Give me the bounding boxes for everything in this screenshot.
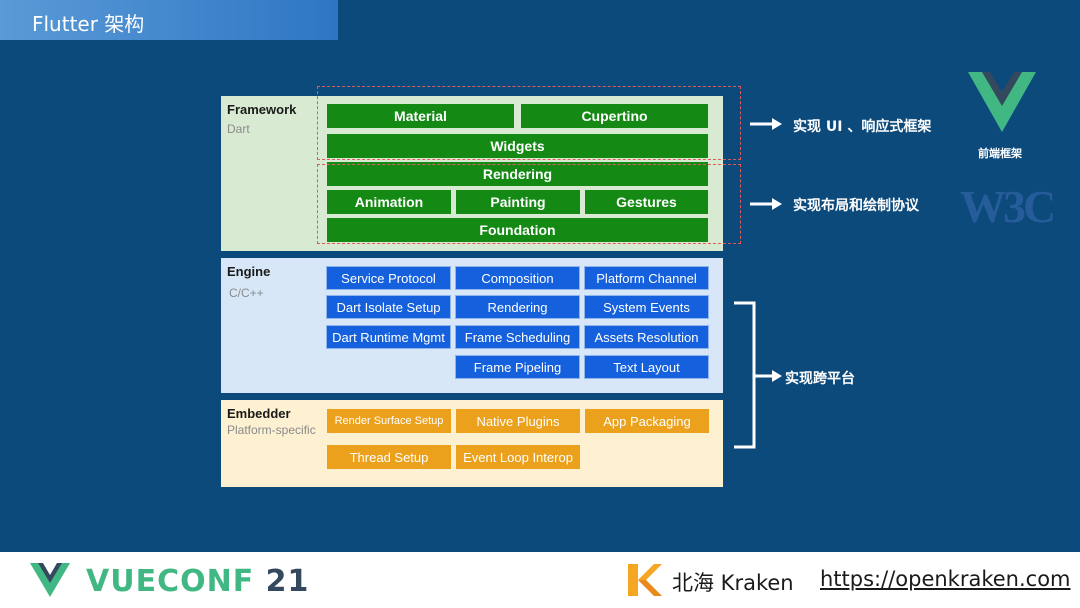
engine-layer: Engine C/C++ Service Protocol Compositio… [221, 258, 723, 393]
embedder-layer: Embedder Platform-specific Render Surfac… [221, 400, 723, 487]
annotation-cross-platform: 实现跨平台 [785, 371, 855, 387]
box-material: Material [327, 104, 514, 128]
frontend-framework-label: 前端框架 [978, 147, 1022, 160]
kraken-logo-icon [628, 564, 662, 596]
conference-name: VUECONF 21 [86, 564, 309, 599]
box-animation: Animation [327, 190, 451, 214]
box-frame-pipeling: Frame Pipeling [455, 355, 580, 379]
bracket-arrow-icon [734, 301, 782, 449]
box-composition: Composition [455, 266, 580, 290]
arrow-right-icon [750, 198, 782, 210]
box-platform-channel: Platform Channel [584, 266, 709, 290]
embedder-layer-platform: Platform-specific [227, 423, 316, 437]
kraken-name: 北海 Kraken [672, 571, 794, 595]
conference-year: 21 [265, 564, 310, 599]
box-dart-runtime-mgmt: Dart Runtime Mgmt [326, 325, 451, 349]
arrow-right-icon [750, 118, 782, 130]
slide-title-bar: Flutter 架构 [0, 0, 338, 40]
box-system-events: System Events [584, 295, 709, 319]
ui-framework-outline [317, 86, 741, 160]
engine-layer-name: Engine [227, 264, 271, 279]
box-text-layout: Text Layout [584, 355, 709, 379]
footer-bar: VUECONF 21 北海 Kraken https://openkraken.… [0, 552, 1080, 608]
box-rendering: Rendering [327, 162, 708, 186]
box-painting: Painting [456, 190, 580, 214]
box-gestures: Gestures [585, 190, 708, 214]
box-event-loop-interop: Event Loop Interop [456, 445, 580, 469]
framework-layer: Framework Dart Material Cupertino Widget… [221, 96, 723, 251]
annotation-ui-framework: 实现 UI 、响应式框架 [793, 119, 932, 135]
box-frame-scheduling: Frame Scheduling [455, 325, 580, 349]
vue-logo-icon [968, 72, 1036, 132]
w3c-logo: W3C [960, 181, 1056, 232]
framework-layer-name: Framework [227, 102, 297, 117]
box-foundation: Foundation [327, 218, 708, 242]
box-assets-resolution: Assets Resolution [584, 325, 709, 349]
box-thread-setup: Thread Setup [327, 445, 451, 469]
box-service-protocol: Service Protocol [326, 266, 451, 290]
layout-paint-outline [317, 164, 741, 244]
vue-logo-icon [30, 563, 70, 597]
box-widgets: Widgets [327, 134, 708, 158]
box-cupertino: Cupertino [521, 104, 708, 128]
embedder-layer-name: Embedder [227, 406, 291, 421]
box-dart-isolate-setup: Dart Isolate Setup [326, 295, 451, 319]
annotation-layout-paint: 实现布局和绘制协议 [793, 198, 919, 214]
framework-layer-language: Dart [227, 122, 250, 136]
box-engine-rendering: Rendering [455, 295, 580, 319]
slide-title: Flutter 架构 [32, 12, 145, 36]
kraken-url-link[interactable]: https://openkraken.com [820, 567, 1071, 591]
conference-title: VUECONF [86, 564, 255, 599]
engine-layer-language: C/C++ [229, 286, 264, 300]
box-app-packaging: App Packaging [585, 409, 709, 433]
box-native-plugins: Native Plugins [456, 409, 580, 433]
box-render-surface-setup: Render Surface Setup [327, 409, 451, 433]
